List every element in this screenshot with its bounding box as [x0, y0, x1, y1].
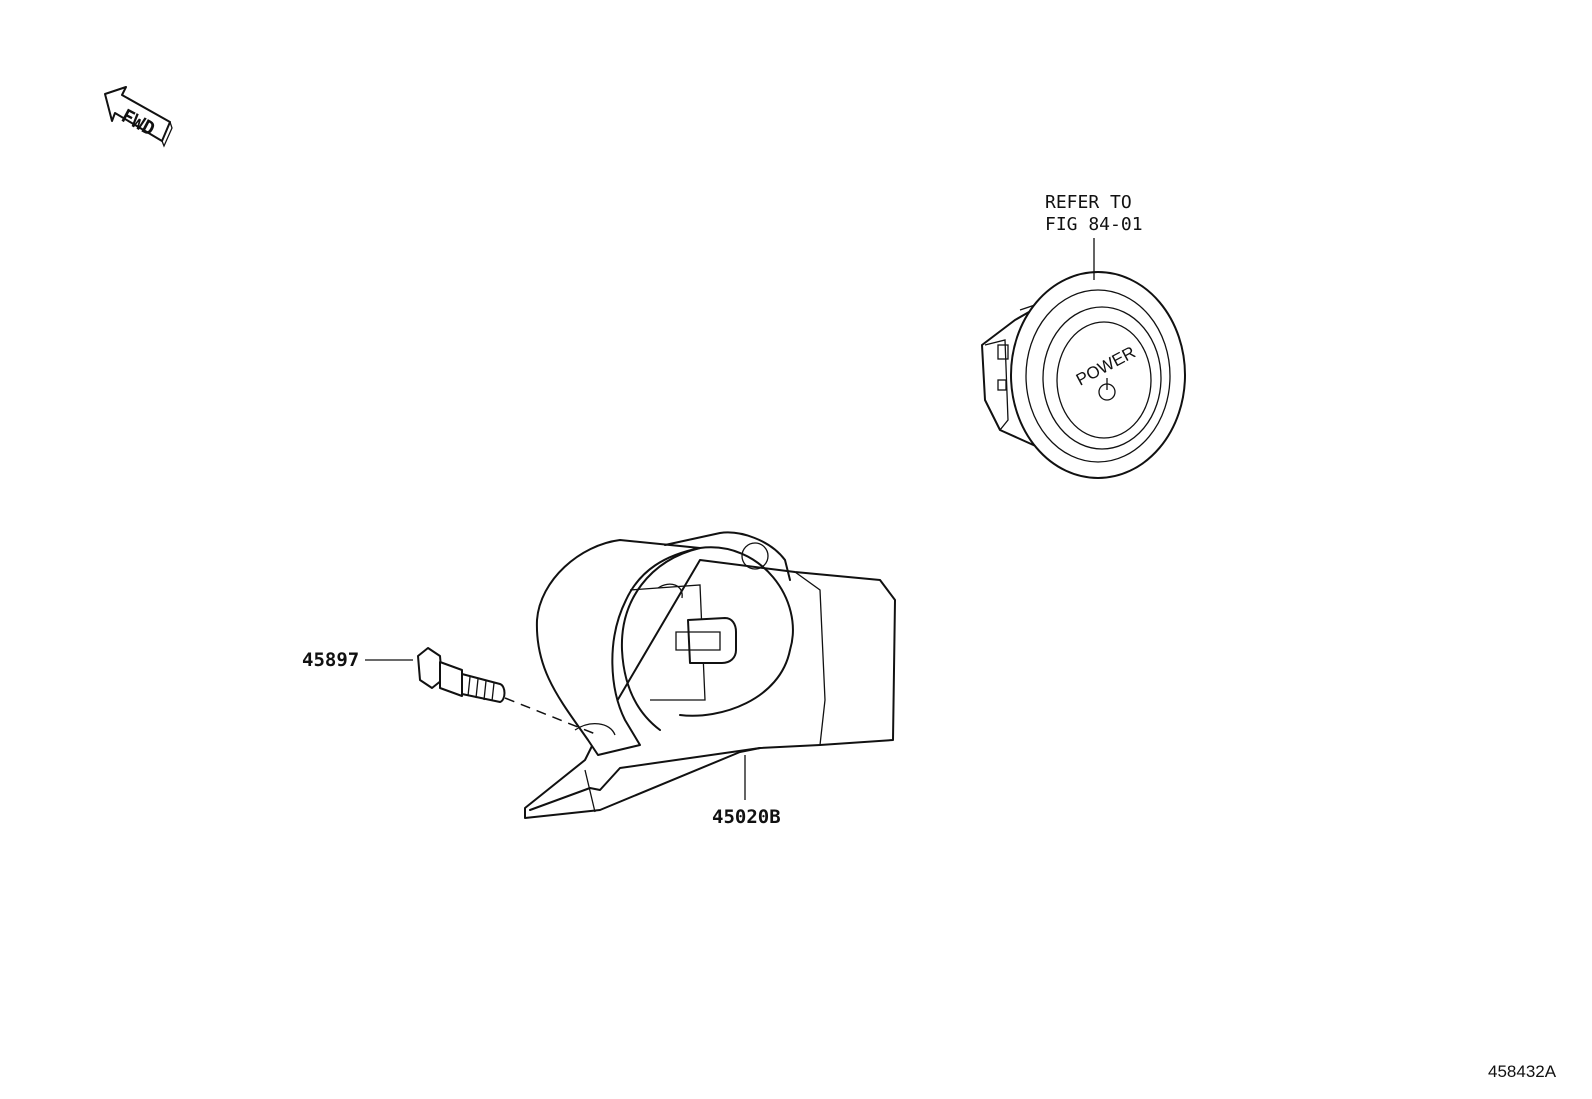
power-switch-illustration: POWER	[981, 271, 1186, 479]
figure-id: 458432A	[1488, 1062, 1557, 1081]
bracket-illustration	[524, 531, 896, 819]
bolt-illustration	[417, 647, 506, 703]
fwd-arrow-icon: FWD	[104, 86, 173, 148]
part-number-45897: 45897	[302, 649, 359, 671]
part-number-45020b: 45020B	[712, 806, 781, 828]
refer-note-line1: REFER TO	[1045, 192, 1132, 213]
refer-note-line2: FIG 84-01	[1045, 214, 1143, 235]
